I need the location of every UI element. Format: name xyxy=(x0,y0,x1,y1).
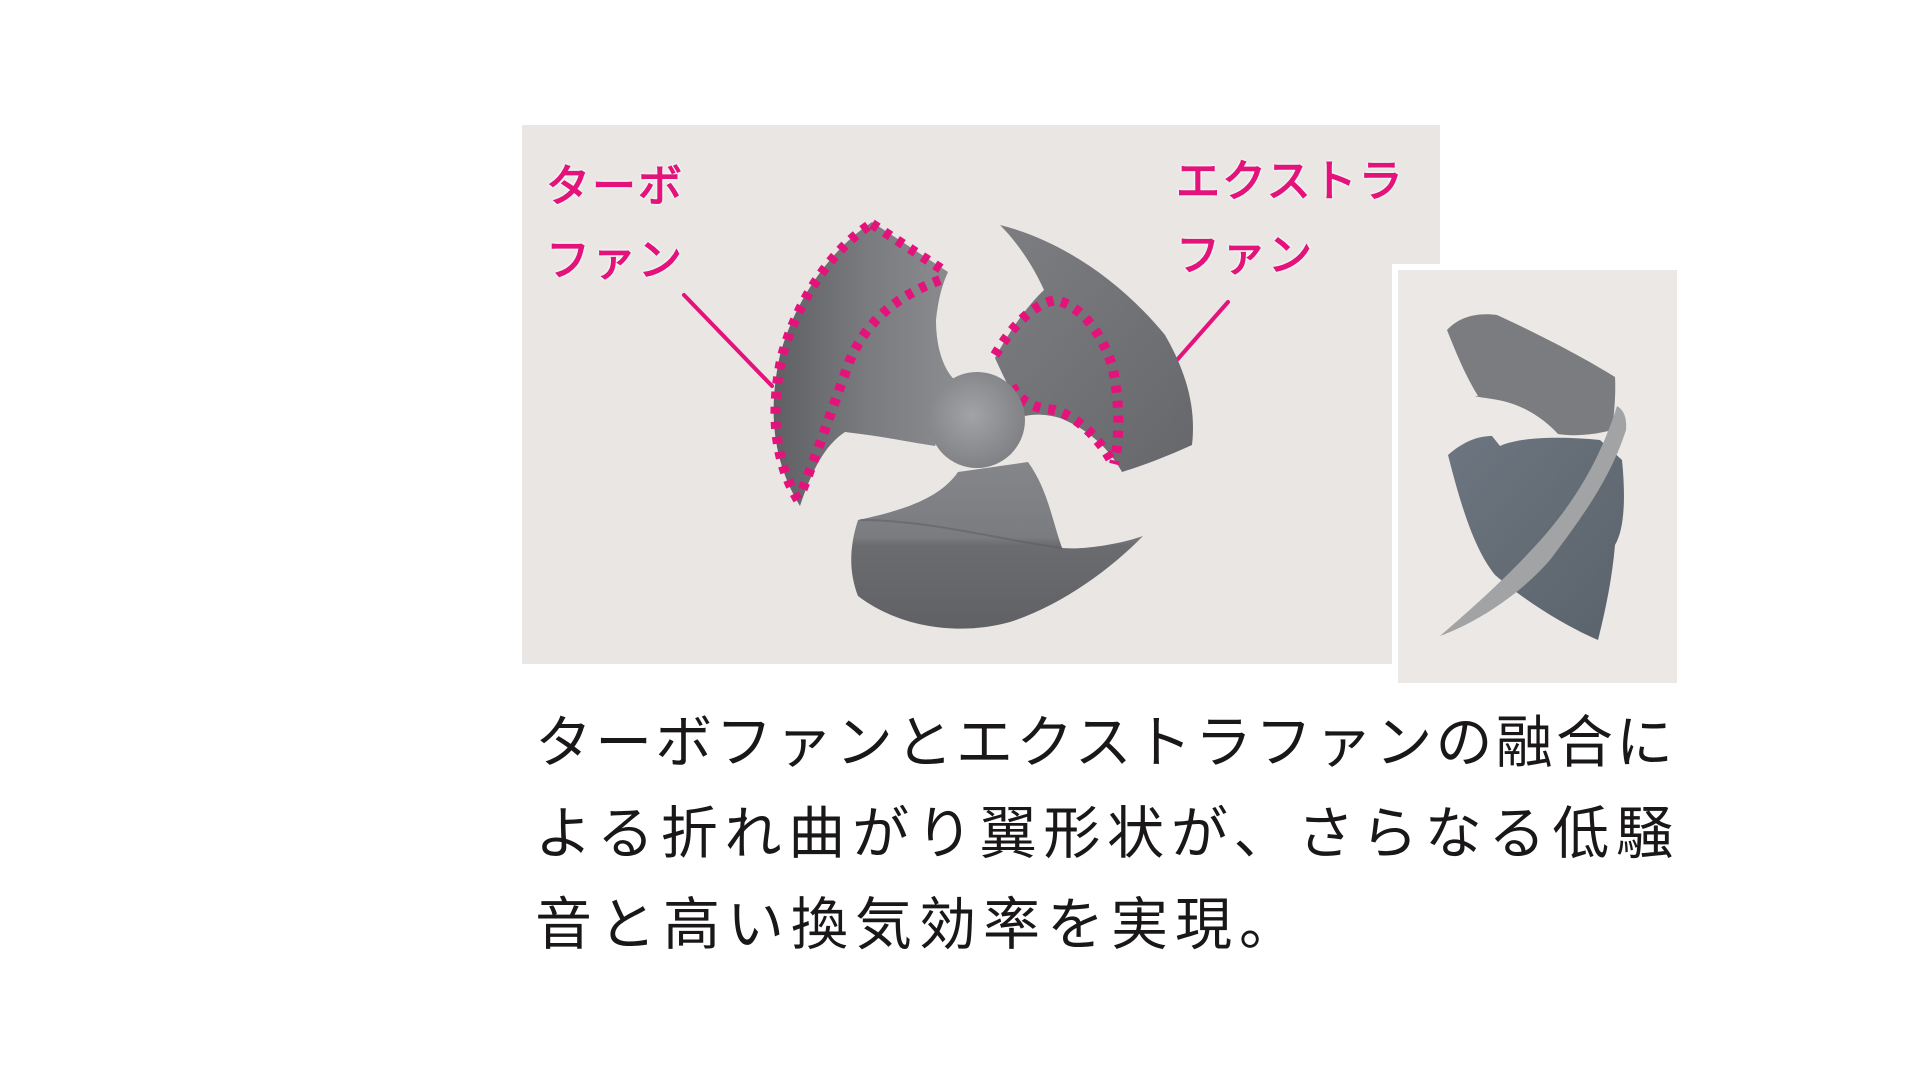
turbo-fan-label-line-2: ファン xyxy=(546,235,684,286)
fan-side-view-frame xyxy=(1392,264,1683,689)
turbo-fan-label-line-1: ターボ xyxy=(546,161,684,212)
caption-line-1: ターボファンとエクストラファンの融合に xyxy=(535,710,1673,776)
extra-fan-label-line-1: エクストラ xyxy=(1176,156,1405,207)
turbo-fan-label: ターボ ファン xyxy=(546,150,684,298)
extra-fan-label: エクストラ ファン xyxy=(1176,145,1405,293)
extra-fan-label-line-2: ファン xyxy=(1176,230,1314,281)
caption-line-3: 音と高い換気効率を実現。 xyxy=(535,892,1303,958)
caption-line-2: よる折れ曲がり翼形状が、さらなる低騒 xyxy=(535,801,1673,867)
figure-caption: ターボファンとエクストラファンの融合に よる折れ曲がり翼形状が、さらなる低騒 音… xyxy=(535,698,1673,971)
fan-side-view-panel xyxy=(1398,270,1677,683)
